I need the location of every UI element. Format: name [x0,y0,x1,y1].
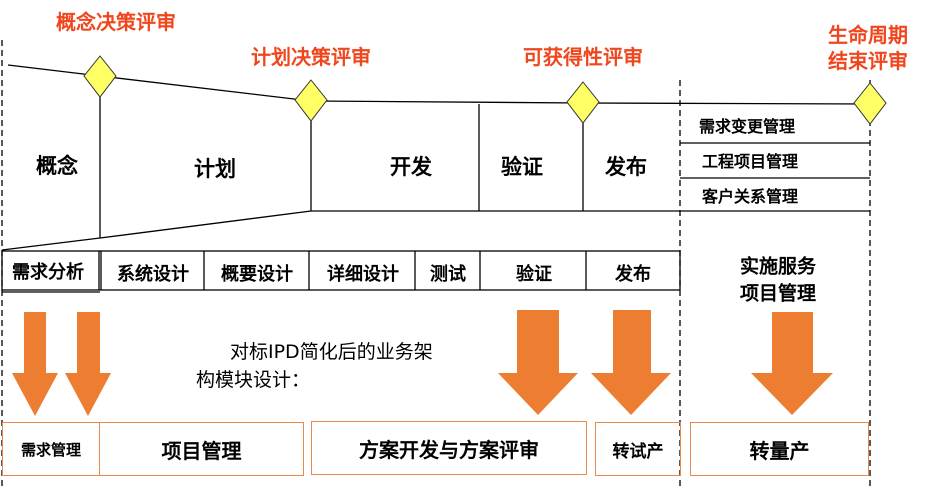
service-line1: 实施服务 [739,255,817,278]
lifecycle-review-diamond [853,82,887,125]
plan-review-label: 计划决策评审 [251,45,371,69]
module-solution-development: 方案开发与方案评审 [311,421,587,475]
arrow-down-icon [498,310,578,415]
note-line2: 构模块设计： [196,369,311,391]
plan-review-diamond [294,79,328,122]
availability-review-diamond [566,81,600,124]
activity-system-design: 系统设计 [117,264,189,285]
support-engineering-project: 工程项目管理 [701,152,799,171]
activity-detailed-design: 详细设计 [327,264,399,285]
concept-review-label: 概念决策评审 [56,10,176,34]
module-requirement-management: 需求管理 [2,422,100,476]
phase-verify: 验证 [501,155,543,179]
arrow-down-icon [12,312,58,416]
lifecycle-review-line1: 生命周期 [828,23,908,47]
arrow-down-icon [65,312,111,416]
concept-review-diamond [83,55,117,98]
activity-test: 测试 [430,264,466,285]
activity-verify: 验证 [516,264,552,285]
phase-concept: 概念 [36,154,78,178]
support-customer-relations: 客户关系管理 [701,187,799,206]
module-trial-production: 转试产 [595,422,681,476]
activity-outline-design: 概要设计 [221,264,293,285]
phase-release: 发布 [605,155,647,179]
activity-requirement-analysis: 需求分析 [12,262,84,283]
service-line2: 项目管理 [739,282,817,305]
arrow-down-icon [591,310,671,415]
lifecycle-review-line2: 结束评审 [828,49,908,73]
support-requirement-change: 需求变更管理 [698,117,796,136]
phase-develop: 开发 [390,155,432,179]
arrow-down-icon [751,312,833,415]
module-mass-production: 转量产 [690,422,869,476]
phase-plan: 计划 [194,157,236,181]
activity-release: 发布 [615,264,651,285]
lifecycle-review-label: 生命周期 结束评审 [828,22,908,74]
module-project-management: 项目管理 [99,422,304,476]
availability-review-label: 可获得性评审 [523,45,643,69]
top-funnel-line [7,64,871,105]
bottom-funnel-line [1,210,680,251]
note-line1: 对标IPD简化后的业务架 [230,341,433,363]
